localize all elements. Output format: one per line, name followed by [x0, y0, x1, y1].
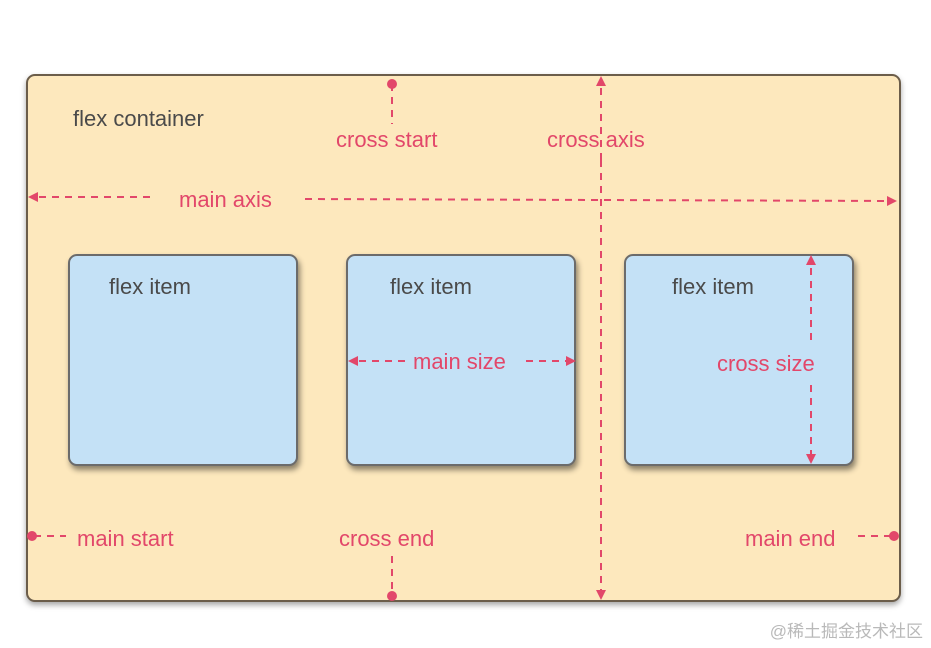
flex-item-2 [346, 254, 576, 466]
cross-end-label: cross end [339, 526, 435, 551]
cross-start-label: cross start [336, 127, 438, 152]
flex-container-label: flex container [73, 106, 204, 131]
main-end-label: main end [745, 526, 836, 551]
cross-start-dot [387, 79, 397, 89]
flex-item-2-label: flex item [390, 274, 472, 299]
cross-axis-label: cross axis [547, 127, 645, 152]
main-start-label: main start [77, 526, 174, 551]
main-end-dot [889, 531, 899, 541]
flex-item-1-label: flex item [109, 274, 191, 299]
cross-end-dot [387, 591, 397, 601]
flex-item-3-label: flex item [672, 274, 754, 299]
main-start-dot [27, 531, 37, 541]
main-size-label: main size [413, 349, 506, 374]
cross-size-label: cross size [717, 351, 815, 376]
main-axis-label: main axis [179, 187, 272, 212]
flex-item-1 [68, 254, 298, 466]
flex-item-3 [624, 254, 854, 466]
watermark: @稀土掘金技术社区 [769, 622, 923, 641]
